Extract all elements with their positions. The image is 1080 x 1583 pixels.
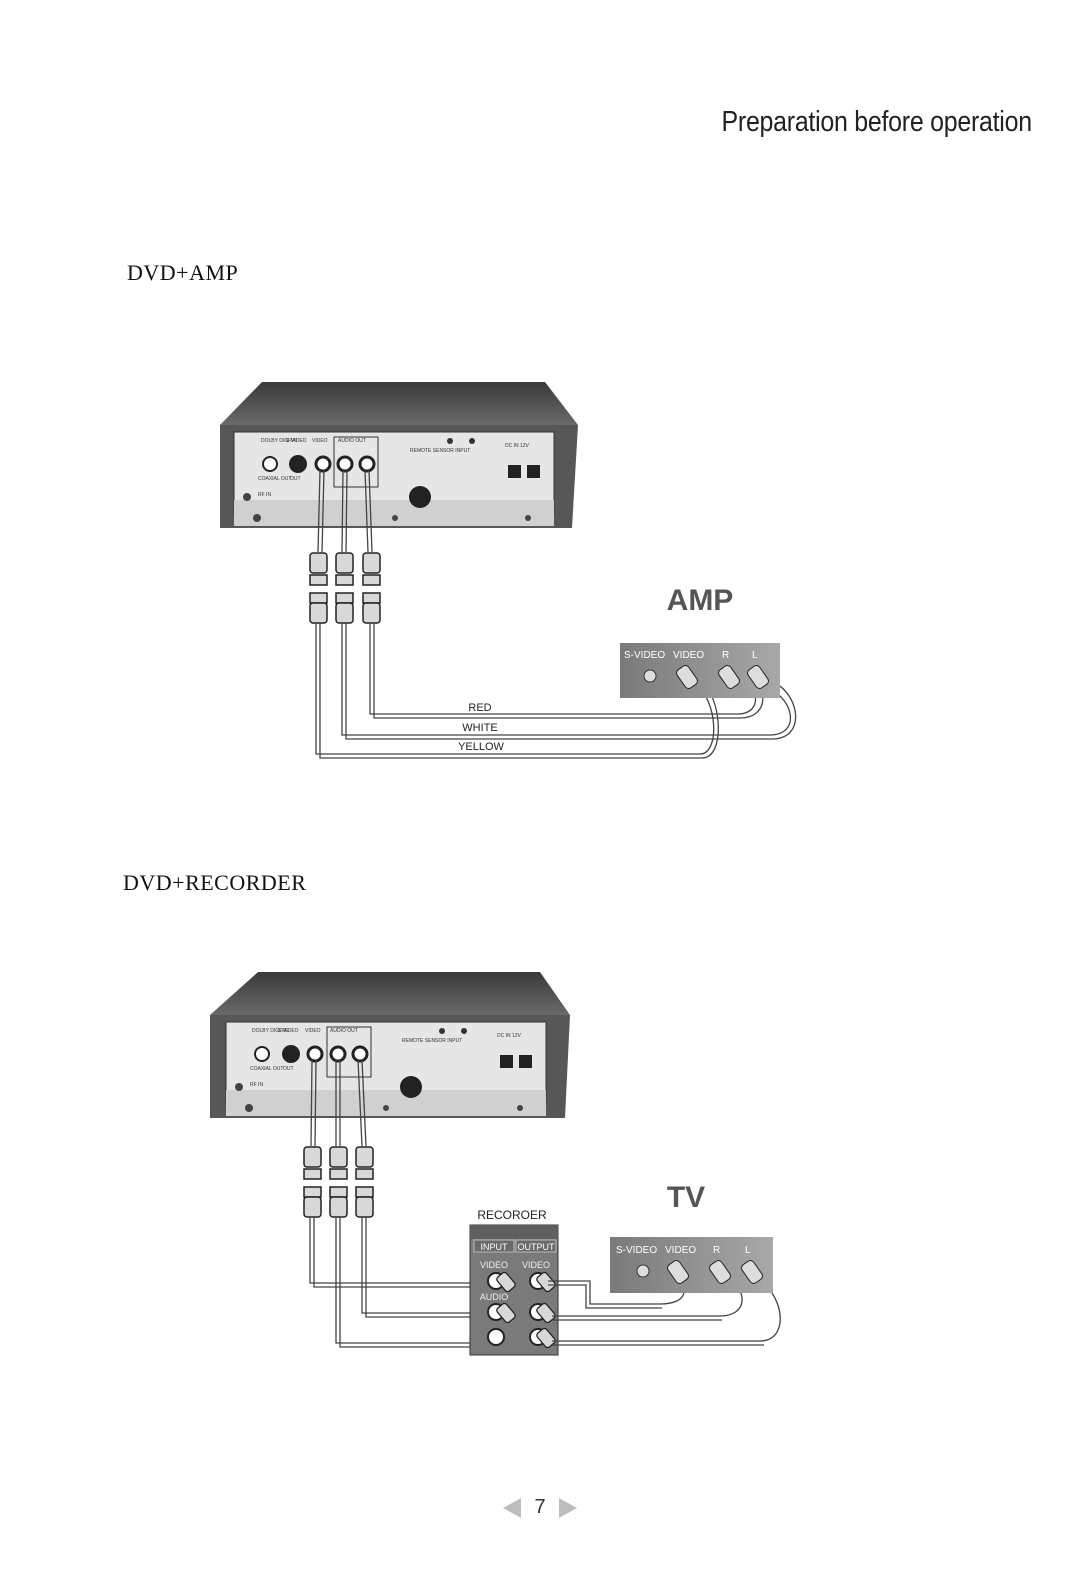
label-remote-sensor: REMOTE SENSOR INPUT bbox=[410, 448, 470, 454]
label-dolby-digital: DOLBY DIGITAL bbox=[261, 438, 299, 444]
label-s-video: S-VIDEO bbox=[286, 438, 307, 444]
amp-label: AMP bbox=[667, 584, 734, 617]
cable-label-white: WHITE bbox=[462, 722, 497, 734]
audio-l-jack bbox=[358, 455, 376, 473]
recorder-input-label: INPUT bbox=[481, 1242, 509, 1252]
tv-jack-s-video: S-VIDEO bbox=[616, 1245, 657, 1256]
section-title-dvd-recorder: DVD+RECORDER bbox=[123, 870, 307, 895]
label-out: OUT bbox=[290, 476, 301, 482]
tv-jack-l: L bbox=[745, 1245, 751, 1256]
recorder-input-video-label: VIDEO bbox=[480, 1260, 508, 1270]
rca-plugs bbox=[309, 552, 381, 624]
tv-input-panel: S-VIDEO VIDEO R L bbox=[610, 1237, 773, 1293]
dc-in-terminal-2 bbox=[527, 465, 540, 478]
s-video-jack bbox=[289, 455, 307, 473]
remote-sensor-jack bbox=[409, 486, 431, 508]
label-remote-sensor-2: REMOTE SENSOR INPUT bbox=[402, 1038, 462, 1044]
dc-in-terminal bbox=[508, 465, 521, 478]
cable-label-yellow: YELLOW bbox=[458, 741, 504, 753]
amp-jack-r: R bbox=[722, 650, 729, 661]
rca-plugs-2 bbox=[303, 1146, 374, 1218]
label-audio-out-2: AUDIO OUT bbox=[330, 1028, 358, 1034]
tv-jack-r: R bbox=[713, 1245, 720, 1256]
label-s-video-2: S-VIDEO bbox=[278, 1028, 299, 1034]
label-audio-out: AUDIO OUT bbox=[338, 438, 366, 444]
recorder-output-video-label: VIDEO bbox=[522, 1260, 550, 1270]
diagram-dvd-recorder: DOLBY DIGITAL S-VIDEO VIDEO AUDIO OUT RE… bbox=[210, 972, 781, 1356]
page-header-title: Preparation before operation bbox=[721, 106, 1033, 138]
label-video: VIDEO bbox=[312, 438, 328, 444]
cable-bundle bbox=[317, 469, 373, 553]
amp-jack-s-video: S-VIDEO bbox=[624, 650, 665, 661]
label-rf-in-2: RF IN bbox=[250, 1082, 263, 1088]
label-coaxial-out-2: COAXIAL OUT bbox=[250, 1066, 283, 1072]
prev-page-arrow-icon bbox=[502, 1497, 521, 1518]
recorder-title: RECOROER bbox=[477, 1208, 547, 1222]
cable-label-red: RED bbox=[468, 702, 491, 714]
coaxial-jack bbox=[262, 456, 278, 472]
label-dc-in-2: DC IN 12V bbox=[497, 1033, 522, 1039]
dvd-player-rear-2: DOLBY DIGITAL S-VIDEO VIDEO AUDIO OUT RE… bbox=[210, 972, 570, 1118]
amp-jack-l: L bbox=[752, 650, 758, 661]
amp-jack-video: VIDEO bbox=[673, 650, 704, 661]
tv-label: TV bbox=[667, 1181, 705, 1214]
recorder-output-label: OUTPUT bbox=[518, 1242, 556, 1252]
label-dolby-digital-2: DOLBY DIGITAL bbox=[252, 1028, 290, 1034]
label-video-2: VIDEO bbox=[305, 1028, 321, 1034]
audio-r-jack bbox=[336, 455, 354, 473]
recorder-audio-label: AUDIO bbox=[480, 1292, 509, 1302]
next-page-arrow-icon bbox=[559, 1497, 578, 1518]
page-footer: 7 bbox=[0, 1496, 1080, 1519]
label-out-2: OUT bbox=[283, 1066, 294, 1072]
dvd-player-rear: DOLBY DIGITAL S-VIDEO VIDEO AUDIO OUT RE… bbox=[220, 382, 578, 528]
label-dc-in: DC IN 12V bbox=[505, 443, 530, 449]
label-rf-in: RF IN bbox=[258, 492, 271, 498]
section-title-dvd-amp: DVD+AMP bbox=[127, 260, 239, 285]
diagram-dvd-amp: DOLBY DIGITAL S-VIDEO VIDEO AUDIO OUT RE… bbox=[220, 382, 797, 759]
video-out-jack bbox=[314, 455, 332, 473]
amp-input-panel: S-VIDEO VIDEO R L bbox=[620, 643, 780, 698]
recorder-panel: INPUT OUTPUT VIDEO VIDEO AUDIO bbox=[469, 1224, 559, 1356]
tv-jack-video: VIDEO bbox=[665, 1245, 696, 1256]
label-coaxial-out: COAXIAL OUT bbox=[258, 476, 291, 482]
cable-bundle-2 bbox=[310, 1059, 367, 1147]
page-number: 7 bbox=[534, 1496, 546, 1519]
